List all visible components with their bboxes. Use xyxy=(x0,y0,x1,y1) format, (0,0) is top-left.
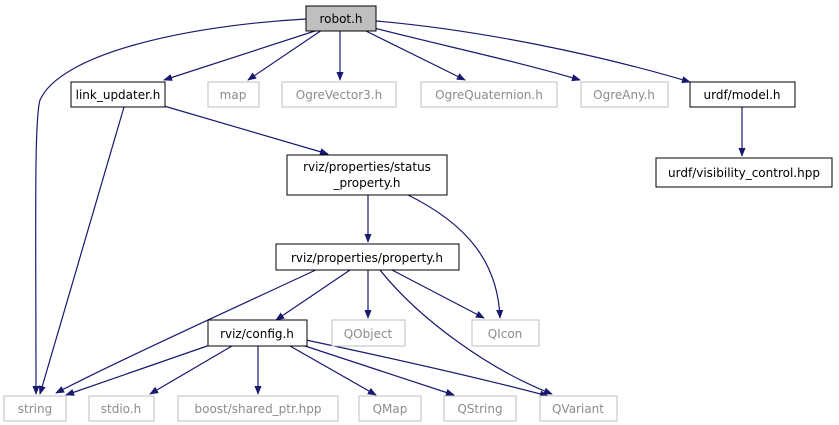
edge-robot-to-map xyxy=(247,29,323,81)
edge-linkupdater-to-string xyxy=(38,106,125,395)
node-label: rviz/config.h xyxy=(220,327,294,341)
node-label: stdio.h xyxy=(101,402,141,416)
node-label: QString xyxy=(457,402,502,416)
node-label: rviz/properties/property.h xyxy=(291,251,443,265)
node-property-h[interactable]: rviz/properties/property.h xyxy=(275,243,460,271)
node-label-line-1: rviz/properties/status xyxy=(303,160,431,174)
node-label: robot.h xyxy=(319,12,362,26)
edge-property-to-qicon xyxy=(391,269,485,319)
edge-linkupdater-to-status-property xyxy=(163,105,329,156)
node-ogrevector3-h: OgreVector3.h xyxy=(281,81,397,108)
node-label: map xyxy=(220,88,247,102)
node-label: QObject xyxy=(344,327,393,341)
edges xyxy=(32,18,746,398)
node-urdf-model-h[interactable]: urdf/model.h xyxy=(689,81,796,108)
node-label: OgreQuaternion.h xyxy=(435,88,543,102)
node-qmap: QMap xyxy=(358,395,422,422)
edge-robot-to-link-updater xyxy=(163,29,319,81)
edge-property-to-qvariant xyxy=(379,269,553,395)
node-label: OgreVector3.h xyxy=(296,88,382,102)
node-label-line-2: _property.h xyxy=(332,176,400,190)
edge-robot-to-ogrequaternion xyxy=(365,30,466,81)
node-label: urdf/visibility_control.hpp xyxy=(668,166,820,180)
node-label: QMap xyxy=(373,402,408,416)
node-robot-h[interactable]: robot.h xyxy=(305,5,377,32)
node-qobject: QObject xyxy=(331,319,406,347)
node-qvariant: QVariant xyxy=(539,395,618,422)
node-link-updater-h[interactable]: link_updater.h xyxy=(70,81,166,108)
node-stdio-h: stdio.h xyxy=(88,395,155,422)
node-label: string xyxy=(18,402,52,416)
edge-config-to-string xyxy=(65,344,211,396)
edge-robot-to-ogreany xyxy=(373,27,581,82)
node-map: map xyxy=(207,81,260,108)
node-label: OgreAny.h xyxy=(593,88,655,102)
node-boost-shared-ptr-hpp: boost/shared_ptr.hpp xyxy=(177,395,339,422)
nodes: robot.h link_updater.h map OgreVector3.h… xyxy=(3,5,833,422)
node-label: QVariant xyxy=(552,402,604,416)
node-ogreany-h: OgreAny.h xyxy=(580,81,669,108)
node-label: boost/shared_ptr.hpp xyxy=(195,402,322,416)
edge-config-to-stdio xyxy=(149,345,233,395)
node-config-h[interactable]: rviz/config.h xyxy=(207,319,308,347)
node-label: urdf/model.h xyxy=(704,88,781,102)
edge-property-to-config xyxy=(275,269,351,321)
edge-config-to-qstring xyxy=(301,344,455,396)
edge-property-to-string xyxy=(55,267,321,394)
edge-robot-to-string xyxy=(32,18,307,395)
node-ogrequaternion-h: OgreQuaternion.h xyxy=(420,81,558,108)
node-urdf-visibility-control-hpp[interactable]: urdf/visibility_control.hpp xyxy=(655,157,833,188)
node-qicon: QIcon xyxy=(471,319,540,347)
node-status-property-h[interactable]: rviz/properties/status _property.h xyxy=(286,154,448,196)
edge-config-to-qvariant xyxy=(305,339,549,398)
node-qstring: QString xyxy=(443,395,517,422)
edge-config-to-qmap xyxy=(289,345,377,396)
node-label: QIcon xyxy=(488,327,523,341)
node-label: link_updater.h xyxy=(76,88,161,102)
edge-robot-to-urdf-model xyxy=(375,20,691,84)
edge-status-to-qicon xyxy=(405,193,504,319)
node-string: string xyxy=(3,395,67,422)
